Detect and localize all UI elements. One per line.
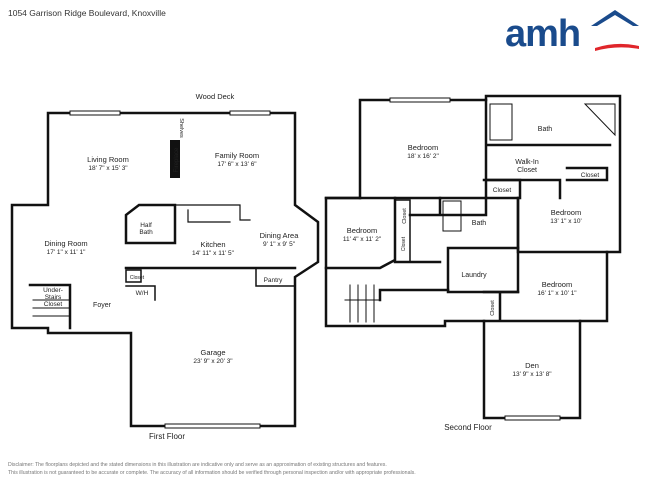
- second-floor-stairs: [344, 284, 381, 323]
- bedroom-1-lower-wall: [358, 196, 488, 217]
- fireplace-label: Fireplace: [174, 147, 180, 172]
- under-stairs-wall: [28, 283, 72, 330]
- kitchen-name: Kitchen: [200, 240, 225, 249]
- closet-box: [125, 269, 142, 283]
- logo-roof-icon: [591, 10, 639, 26]
- tub-hall-icon: [442, 200, 462, 232]
- disclaimer-line-2: This illustration is not guaranteed to b…: [8, 470, 416, 476]
- living-room-size: 18' 7" x 15' 3": [88, 165, 128, 172]
- bedroom-1-size: 18' x 16' 2": [407, 153, 439, 160]
- fireplace-icon: [170, 140, 180, 178]
- shelves-label: Shelves: [178, 118, 184, 138]
- hall-bath-label: Bath: [472, 220, 487, 227]
- bedroom-2-size: 11' 4" x 11' 2": [343, 236, 382, 243]
- den-size: 13' 9" x 13' 8": [512, 371, 552, 378]
- pantry-label: Pantry: [264, 277, 284, 284]
- walk-in-label-2: Closet: [517, 167, 537, 174]
- closet-label-a: Closet: [493, 187, 512, 194]
- logo-swoosh-icon: [595, 43, 639, 51]
- pantry-wall: [255, 267, 296, 287]
- family-room-size: 17' 6" x 13' 6": [217, 161, 257, 168]
- bedroom-3-name: Bedroom: [551, 208, 581, 217]
- second-floor-label: Second Floor: [444, 423, 492, 432]
- garage-size: 23' 9" x 20' 3": [193, 358, 233, 365]
- foyer-label: Foyer: [93, 302, 112, 309]
- under-stairs-label-1: Under-: [43, 287, 63, 294]
- bedroom-1-name: Bedroom: [408, 143, 438, 152]
- half-bath-wall: [124, 203, 177, 245]
- master-bath-wall: [484, 98, 612, 200]
- amh-logo-wordmark: amh: [505, 13, 580, 54]
- half-bath-label-1: Half: [140, 222, 152, 229]
- first-floor-label: First Floor: [149, 432, 185, 441]
- dining-room-size: 17' 1" x 11' 1": [47, 249, 86, 256]
- closet-label-e: Closet: [490, 300, 496, 316]
- closet-label-b: Closet: [581, 172, 600, 179]
- living-room-name: Living Room: [87, 155, 129, 164]
- property-address: 1054 Garrison Ridge Boulevard, Knoxville: [8, 8, 166, 18]
- garage-door: [164, 423, 261, 429]
- under-stairs-label-2: Stairs: [45, 294, 62, 301]
- walk-in-label-1: Walk-In: [515, 159, 539, 166]
- hall-wall: [378, 260, 450, 302]
- first-floor-outer-wall: [10, 111, 320, 428]
- den-name: Den: [525, 361, 539, 370]
- window-den: [504, 415, 561, 421]
- kitchen-size: 14' 11" x 11' 5": [192, 250, 235, 257]
- amh-logo: amh: [505, 10, 639, 54]
- window-top-right: [229, 110, 271, 116]
- closet-bed2: [394, 199, 411, 263]
- closet-label-c: Closet: [402, 208, 408, 224]
- under-stairs-label-3: Closet: [44, 301, 63, 308]
- disclaimer-line-1: Disclaimer: The floorplans depicted and …: [8, 462, 387, 468]
- wh-wall: [125, 285, 156, 301]
- tub-icon: [583, 103, 616, 137]
- dining-room-name: Dining Room: [44, 239, 87, 248]
- wood-deck-label: Wood Deck: [196, 92, 235, 101]
- shower-icon: [489, 103, 513, 141]
- master-bath-label: Bath: [538, 126, 553, 133]
- family-room-name: Family Room: [215, 151, 259, 160]
- closet-label-d: Closet: [401, 236, 407, 251]
- bedroom-3-size: 13' 1" x 10': [550, 218, 582, 225]
- dining-area-size: 9' 1" x 9' 5": [263, 241, 296, 248]
- window-bed1: [389, 97, 451, 103]
- bedroom-4-name: Bedroom: [542, 280, 572, 289]
- disclaimer: Disclaimer: The floorplans depicted and …: [8, 461, 608, 477]
- half-bath-label-2: Bath: [139, 229, 153, 236]
- bedroom-2-wall: [324, 196, 397, 270]
- wh-label: W/H: [136, 290, 149, 297]
- dining-area-name: Dining Area: [260, 231, 300, 240]
- closet-label: Closet: [130, 275, 145, 281]
- bedroom-4-wall: [482, 290, 582, 323]
- kitchen-counter: [174, 204, 251, 223]
- first-floor-stairs: [32, 299, 71, 317]
- garage-name: Garage: [200, 348, 225, 357]
- bedroom-4-size: 16' 1" x 10' 1": [537, 290, 577, 297]
- laundry-label: Laundry: [461, 272, 487, 279]
- window-top: [69, 110, 121, 116]
- laundry-wall: [446, 246, 520, 294]
- second-floor-outer-wall: [324, 94, 622, 420]
- bedroom-2-name: Bedroom: [347, 226, 377, 235]
